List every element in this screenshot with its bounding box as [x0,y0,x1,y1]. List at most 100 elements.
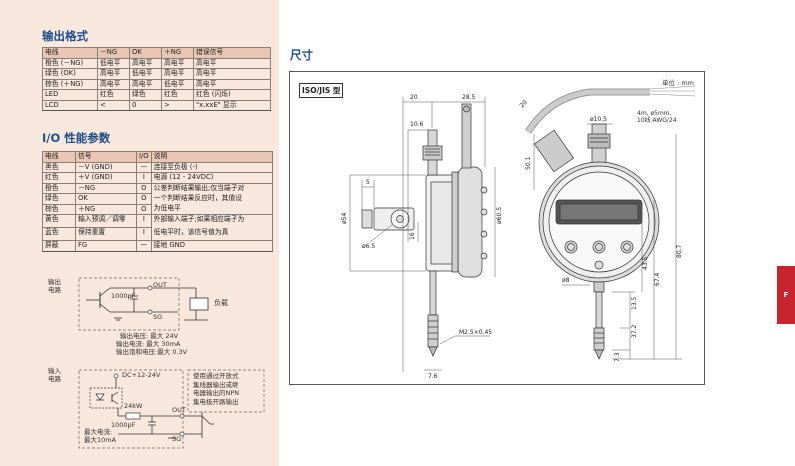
table-cell: I [136,172,152,184]
table-cell: 棕色 (＋NG) [42,78,98,90]
table-cell: 屏蔽 [42,240,76,252]
table-cell: 高电平 [193,68,271,80]
table-cell: 公差判断结果输出;仅当端子对 [150,182,273,194]
table-cell: 高电平 [97,68,130,80]
table-cell: 高电平 [129,57,162,69]
table-row: 绿色 (OK)高电平低电平高电平高电平 [42,68,271,80]
output-spec-3: 输出饱和电压:最大 0.3V [116,348,188,356]
dim-37-2: 37.2 [631,324,638,338]
table-header: ＋NG [161,47,194,59]
dim-80-7: 80.7 [676,244,683,258]
table-cell: < [97,99,130,111]
table-cell: 红色 (闪烁) [193,89,271,101]
table-cell: I [136,227,152,241]
cable-note: 4m, ø5mm, 10线 AWG/24 [637,110,677,124]
table-cell: －NG [75,182,137,194]
output-out-label: OUT [153,281,167,289]
table-cell: 为低电平 [150,204,273,215]
input-current-label: 最大电流: 最大10mA [84,428,117,444]
dim-d10-5: ø10.5 [590,116,607,123]
input-res-label: 24kW [124,402,143,410]
standard-label: ISO/JIS 型 [299,83,344,98]
table-cell: ＋V (GND) [75,172,137,184]
table-row: LCD<0>"x.xxE" 显示 [42,99,271,111]
table-cell: 蓝色 [42,227,76,241]
table-cell: FG [75,240,137,252]
table-header: 电线 [42,151,76,163]
output-load-label: 负载 [214,299,228,307]
left-panel: 输出格式 电线 －NG OK ＋NG 错误信号 橙色 (－NG)低电平高电平高电… [0,0,279,466]
dim-d8: ø8 [562,277,570,284]
table-cell: 保持重置 [75,227,137,241]
table-cell: 0 [129,99,162,111]
input-note: 使用通过开放式 集线器输出或继 电器输出的NPN 集电极开路输出 [193,372,240,406]
table-cell: 外部输入端子;如果相应端子为 [150,214,273,228]
output-spec-1: 输出电压: 最大 24V [120,332,179,340]
table-header: 说明 [150,151,273,163]
table-cell: 红色 [42,172,76,184]
dim-10-6: 10.6 [410,121,424,128]
table-row: 橙色 (－NG)低电平高电平高电平高电平 [42,57,271,69]
output-spec-2: 输出电流: 最大 30mA [116,340,181,348]
table-cell: 低电平时，该信号值为真 [150,227,273,241]
table-cell: ＋NG [75,203,137,215]
dim-50-1: 50.1 [525,156,532,170]
table-cell: 橙色 (－NG) [42,57,98,69]
table-cell: 绿色 [42,193,76,205]
table-header: 电线 [42,47,98,59]
table-cell: 高电平 [161,57,194,69]
table-cell: O [136,193,152,205]
table-header: 错误信号 [193,47,271,59]
table-cell: OK [75,193,137,205]
dim-13-5: 13.5 [631,296,638,310]
table-cell: 高电平 [161,68,194,80]
table-cell: 高电平 [193,78,271,90]
dim-d54: ø54 [341,213,348,224]
table-cell: 输入预调／调零 [75,214,137,228]
section-tab[interactable]: F [777,266,795,324]
table-cell: 黑色 [42,161,76,173]
dim-16: 16 [409,232,416,240]
table-cell: 高电平 [129,78,162,90]
output-sg-label: SG [153,313,163,321]
input-sg-label: SG [172,435,182,443]
table-cell: 橙色 [42,182,76,194]
dim-20a: 20 [410,94,418,101]
output-circuit-label: 输出 电路 [48,278,61,294]
table-cell: 连接至负极 (-) [150,161,273,173]
table-cell: LCD [42,99,98,111]
output-format-title: 输出格式 [42,29,88,43]
dim-67-4: 67.4 [654,272,661,286]
table-row: 黑色－V (GND)—连接至负极 (-) [42,161,273,173]
dim-28-5: 28.5 [462,94,476,101]
output-circuit-diagram [78,277,209,331]
table-header: OK [129,47,162,59]
input-cap-label: 1000pF [111,421,136,429]
table-cell: 绿色 (OK) [42,68,98,80]
table-header: －NG [97,47,130,59]
table-cell: LED [42,89,98,101]
table-cell: 低电平 [129,68,162,80]
table-header: I/O [136,151,152,163]
dim-d60-5: ø60.5 [496,207,503,224]
table-cell: O [136,203,152,215]
io-params-table: 电线 信号 I/O 说明 黑色－V (GND)—连接至负极 (-) 红色＋V (… [42,151,273,252]
table-cell: 红色 [97,89,130,101]
unit-label: 单位 : mm [662,79,694,87]
table-header: 信号 [75,151,137,163]
dim-43-5: 43.5 [642,256,649,270]
table-cell: — [136,161,152,173]
table-cell: 一个判断结果反应时，其值设 [150,193,273,204]
table-cell: "x.xxE" 显示 [193,99,271,111]
output-cap-label: 1000pF [111,292,136,300]
table-cell: 红色 [161,89,194,101]
table-cell: 低电平 [161,78,194,90]
table-cell: 电源 (12 - 24VDC) [150,172,273,184]
table-cell: 高电平 [97,78,130,90]
